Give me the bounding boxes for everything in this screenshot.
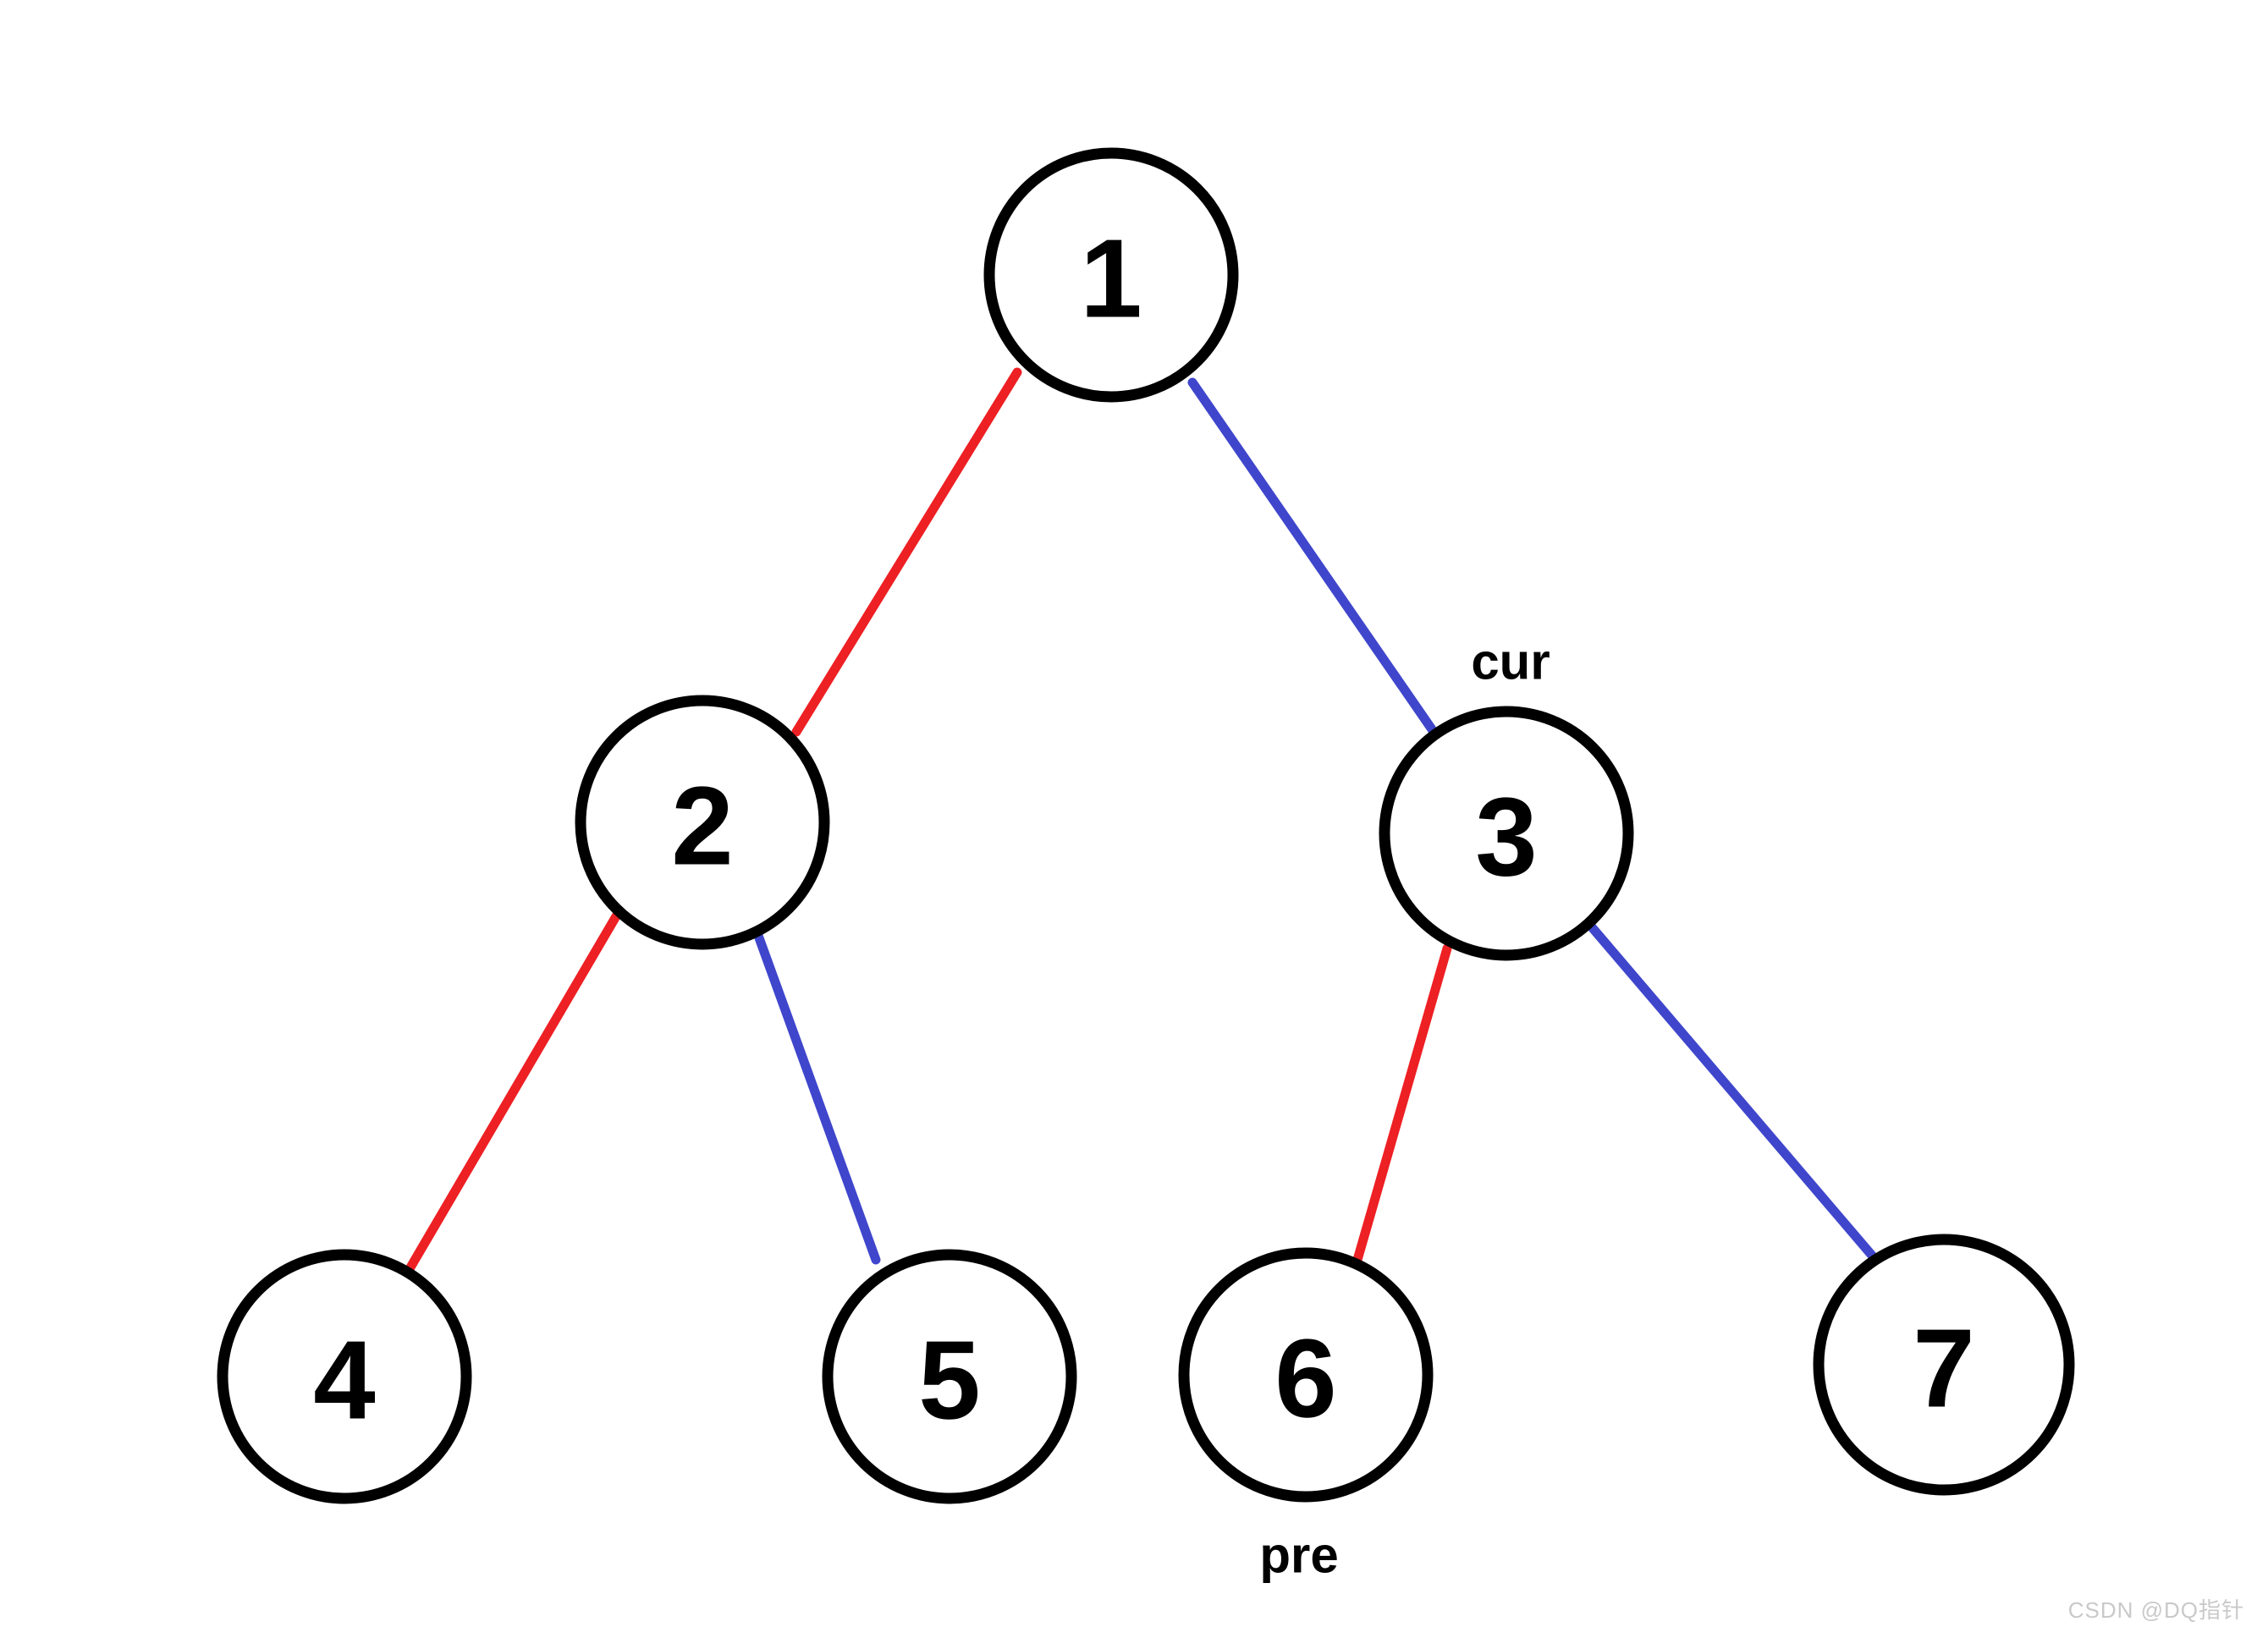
- edge-1-to-3-right: [1187, 377, 1437, 734]
- pointer-label-group: cur pre: [1259, 634, 1550, 1584]
- tree-node-1[interactable]: 1: [983, 147, 1239, 403]
- node-group: 1 2 3 4 5 6: [217, 147, 2075, 1504]
- tree-node-3[interactable]: 3: [1379, 706, 1634, 961]
- pointer-label-cur: cur: [1471, 634, 1550, 690]
- edge-2-to-4-left: [405, 911, 621, 1272]
- pointer-label-pre: pre: [1259, 1527, 1338, 1584]
- node-label-4: 4: [313, 1318, 375, 1443]
- edge-3-to-7-right: [1583, 917, 1883, 1267]
- tree-node-6[interactable]: 6: [1178, 1247, 1434, 1503]
- edge-3-to-6-left: [1352, 943, 1452, 1265]
- node-circle-7[interactable]: [1813, 1234, 2075, 1496]
- tree-node-2[interactable]: 2: [575, 695, 830, 950]
- tree-node-7[interactable]: 7: [1813, 1234, 2075, 1496]
- node-label-3: 3: [1475, 775, 1537, 899]
- node-circle-6[interactable]: [1178, 1247, 1434, 1503]
- edge-2-to-5-right: [752, 928, 881, 1265]
- node-label-1: 1: [1080, 217, 1142, 341]
- node-circle-2[interactable]: [575, 695, 830, 950]
- node-label-6: 6: [1274, 1316, 1336, 1441]
- node-label-2: 2: [671, 764, 733, 888]
- csdn-watermark: CSDN @DQ指针: [2067, 1597, 2244, 1623]
- tree-node-5[interactable]: 5: [822, 1249, 1077, 1504]
- edge-1-to-2-left: [791, 367, 1022, 737]
- node-circle-5[interactable]: [822, 1249, 1077, 1504]
- node-circle-1[interactable]: [983, 147, 1239, 403]
- node-circle-4[interactable]: [217, 1249, 472, 1504]
- tree-node-4[interactable]: 4: [217, 1249, 472, 1504]
- node-circle-3[interactable]: [1379, 706, 1634, 961]
- node-label-7: 7: [1913, 1306, 1974, 1431]
- edge-group: [405, 367, 1883, 1272]
- node-label-5: 5: [918, 1318, 980, 1443]
